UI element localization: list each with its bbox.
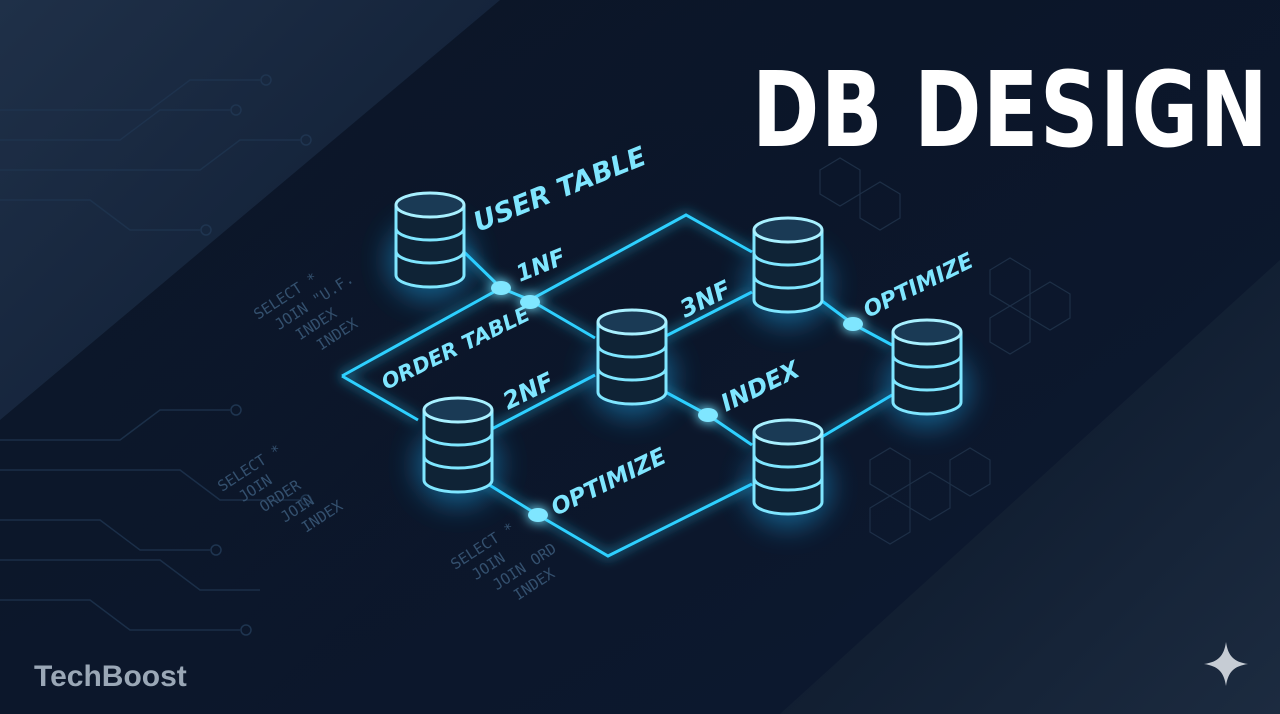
label-user-table: USER TABLE [469,141,651,239]
code-block-2: SELECT * JOIN ORDER JOIN INDEX [214,441,346,536]
brand-logo: TechBoost [34,660,187,693]
label-1nf: 1NF [513,244,570,287]
database-icon [388,193,472,300]
page-title: DB DESIGN [752,49,1270,171]
database-icon [746,420,830,527]
database-icon [885,320,969,427]
database-icon [416,398,500,505]
database-icon [746,218,830,325]
code-block-1: SELECT * JOIN "U.F. INDEX INDEX [250,269,361,354]
label-order-table: ORDER TABLE [378,302,535,395]
label-index: INDEX [716,355,805,418]
database-icon [590,310,674,417]
label-optimize-bottom: OPTIMIZE [547,443,671,521]
connector-dots [491,281,863,522]
sparkle-icon [1204,642,1248,686]
label-optimize-right: OPTIMIZE [860,249,978,324]
